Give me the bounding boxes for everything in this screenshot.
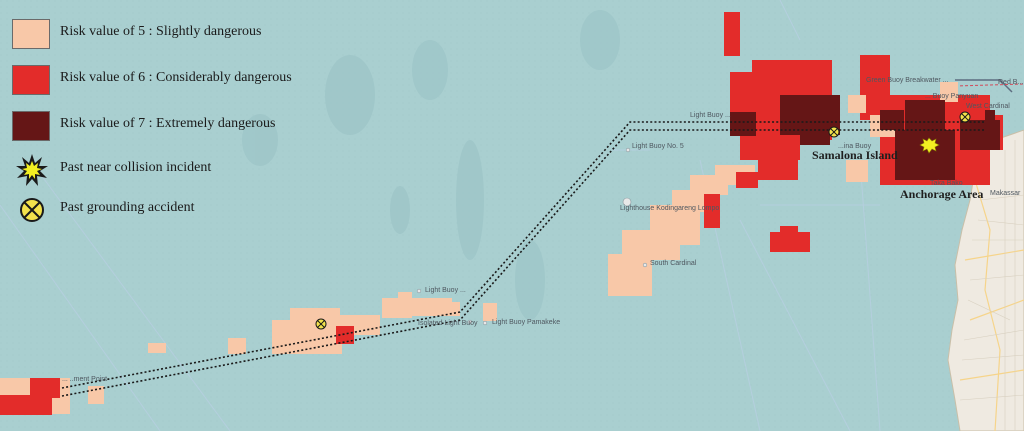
risk7-swatch <box>12 111 50 141</box>
risk7-cell <box>880 110 904 130</box>
buoy-label: Isolated Light Buoy <box>418 320 478 327</box>
red-buoy-line <box>954 83 1024 87</box>
city-label: Makassar <box>990 190 1021 197</box>
legend-item-grounding: Past grounding accident <box>8 192 328 228</box>
risk7-cell <box>895 130 955 180</box>
buoy-label: Light Buoy Pamakeke <box>492 319 561 326</box>
samalona-island-label: Samalona Island <box>812 148 898 162</box>
risk7-cell <box>800 125 830 145</box>
risk5-cell <box>483 303 497 321</box>
map-legend: Risk value of 5 : Slightly dangerous Ris… <box>8 8 328 240</box>
anchorage-area-label: Anchorage Area <box>900 187 984 201</box>
risk5-cell <box>290 308 340 322</box>
legend-label: Risk value of 5 : Slightly dangerous <box>60 24 262 39</box>
risk6-cell <box>736 172 758 188</box>
risk6-cell <box>780 226 798 246</box>
risk6-cell <box>758 150 798 180</box>
buoy-label: Red B... <box>998 79 1024 86</box>
grounding-marker <box>828 126 840 138</box>
risk5-cell <box>382 298 412 318</box>
land-streets <box>959 140 1024 431</box>
risk5-cell <box>846 160 868 182</box>
buoy-label: South Cardinal <box>650 260 697 267</box>
buoy-label: West Cardinal <box>966 103 1010 110</box>
risk-cells <box>0 12 1003 415</box>
reef-shading <box>242 10 620 320</box>
buoy-label: Taka Bako <box>930 180 963 187</box>
near-collision-marker <box>919 137 940 154</box>
lighthouse-label: Lighthouse Kodingareng Lompo <box>620 205 720 212</box>
risk5-cell <box>940 82 958 102</box>
buoy-label: Light Buoy ... <box>690 112 731 119</box>
buoy-label: Green Buoy Breakwater ... <box>866 77 949 84</box>
route-line <box>61 121 985 397</box>
risk5-swatch <box>12 19 50 49</box>
legend-item-risk5: Risk value of 5 : Slightly dangerous <box>8 16 328 52</box>
buoy-label: ... ..ment Point <box>62 376 108 383</box>
risk6-cell <box>0 395 52 415</box>
buoy-label: ...ina Buoy <box>838 143 872 150</box>
risk7-cell <box>730 112 756 136</box>
risk5-cell <box>148 343 166 353</box>
buoy-markers <box>416 147 648 326</box>
legend-item-near-collision: Past near collision incident <box>8 152 328 188</box>
risk6-cell <box>30 378 60 398</box>
grounding-marker <box>315 318 327 330</box>
risk5-cell <box>398 292 412 302</box>
legend-label: Risk value of 6 : Considerably dangerous <box>60 70 292 85</box>
x-circle-icon <box>20 198 44 222</box>
risk5-cell <box>228 338 246 354</box>
legend-label: Past grounding accident <box>60 200 195 215</box>
buoy-label: Light Buoy ... <box>425 287 466 294</box>
starburst-icon <box>16 154 48 186</box>
buoy-label: Light Buoy No. 5 <box>632 143 684 150</box>
legend-label: Risk value of 7 : Extremely dangerous <box>60 116 276 131</box>
buoy-label: ... Buoy Panyuan <box>925 93 979 100</box>
risk6-swatch <box>12 65 50 95</box>
risk6-cell <box>336 326 354 344</box>
sea-lanes <box>0 0 881 431</box>
risk7-cell <box>905 100 945 130</box>
risk7-cell <box>985 110 995 130</box>
legend-item-risk7: Risk value of 7 : Extremely dangerous <box>8 108 328 144</box>
legend-item-risk6: Risk value of 6 : Considerably dangerous <box>8 62 328 98</box>
risk6-cell <box>724 12 740 56</box>
risk5-cell <box>608 254 652 296</box>
risk6-cell <box>704 194 720 228</box>
grounding-marker <box>959 111 971 123</box>
risk5-cell <box>848 95 866 113</box>
legend-label: Past near collision incident <box>60 160 212 175</box>
risk5-cell <box>672 190 706 212</box>
